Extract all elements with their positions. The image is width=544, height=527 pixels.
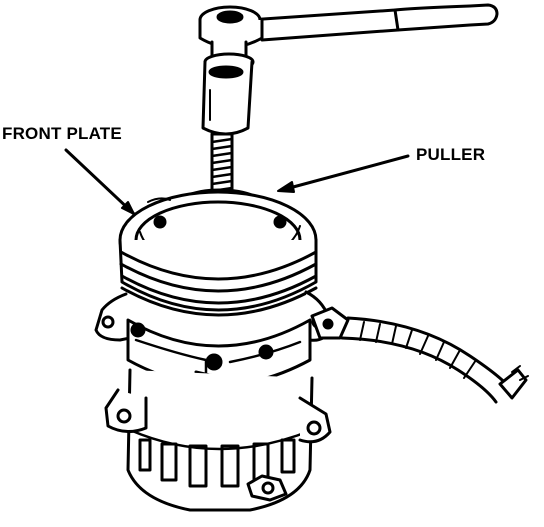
puller-label: PULLER <box>416 145 486 164</box>
compressor-body <box>126 368 314 512</box>
puller-leader <box>277 154 410 193</box>
front-plate-label: FRONT PLATE <box>2 124 122 143</box>
ratchet-handle <box>246 3 499 42</box>
front-plate-leader <box>64 148 136 216</box>
pulley-band <box>118 238 318 317</box>
ratchet-head <box>198 5 264 49</box>
mounting-ears <box>104 388 332 502</box>
socket-extension <box>201 40 255 136</box>
refrigerant-hose <box>310 306 529 404</box>
